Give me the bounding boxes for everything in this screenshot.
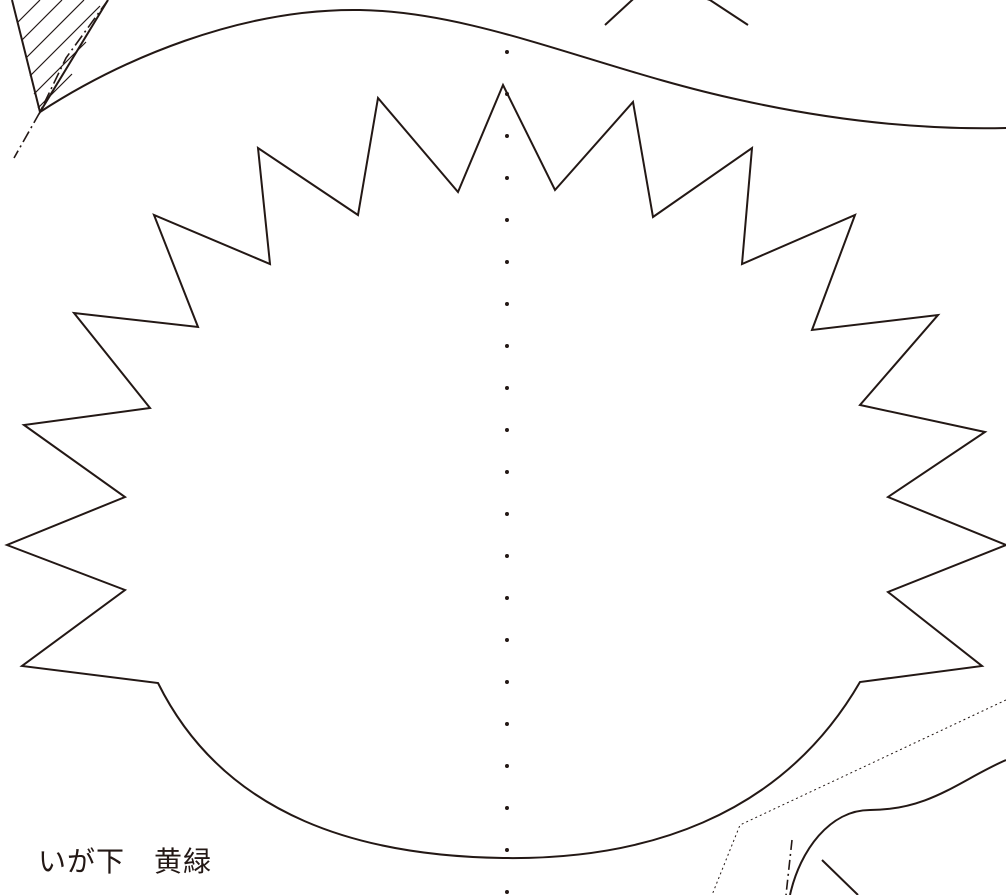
part-label: いが下 黄緑 [38,840,212,880]
glue-tab-outline [11,0,109,115]
top-chevron-mark [604,0,749,26]
glue-tab-top-left [11,0,109,159]
bottom-right-curve-cut-line [789,759,1006,895]
bottom-right-dashdot-line [785,839,793,895]
glue-tab-fold-line [13,0,109,159]
part-name: いが下 [38,845,126,878]
bottom-right-piece [711,699,1006,895]
glue-tab-hatching [17,0,101,109]
top-curve-cut-line [39,8,1006,130]
bottom-right-diagonal-line [821,859,859,895]
part-color: 黄緑 [154,845,213,878]
